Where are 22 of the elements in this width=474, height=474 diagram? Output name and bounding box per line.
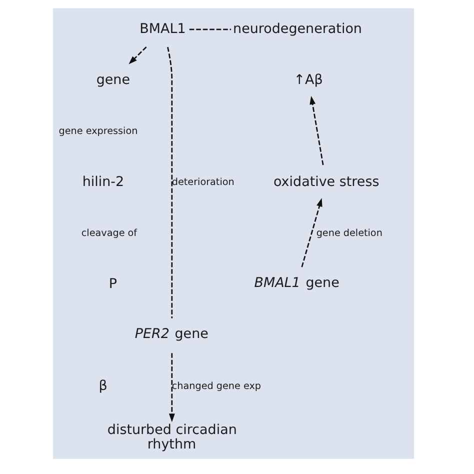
node-text: BMAL1 (140, 20, 186, 37)
arrow (128, 46, 147, 64)
edge-label: changed gene exp (172, 381, 262, 392)
label: gene expression (58, 126, 138, 137)
label: P (108, 276, 117, 292)
node-text: oxidative stress (273, 174, 380, 190)
label: β (98, 378, 108, 394)
node-text: disturbed circadian rhythm (107, 422, 237, 452)
node-text: ↑Aβ (294, 72, 323, 88)
node-text: PER2 gene (134, 326, 208, 342)
label: cleavage of (81, 228, 138, 239)
edge-label: gene deletion (316, 228, 382, 239)
node-text: neurodegeneration (233, 20, 362, 37)
label: hilin-2 (82, 174, 124, 190)
connector (189, 28, 232, 30)
connector (167, 46, 173, 318)
node-text: gene (96, 72, 130, 88)
arrow (168, 353, 175, 422)
node-text: BMAL1 gene (254, 275, 340, 292)
arrow (310, 96, 324, 166)
arrow (301, 198, 322, 268)
edge-label: deterioration (172, 176, 234, 188)
